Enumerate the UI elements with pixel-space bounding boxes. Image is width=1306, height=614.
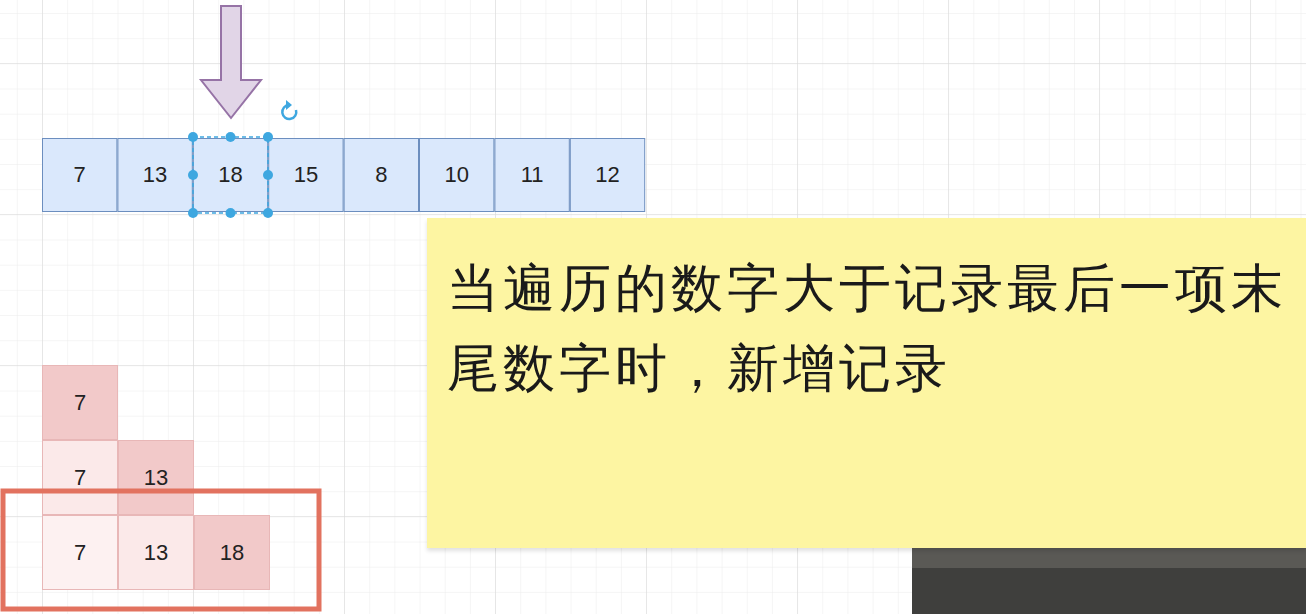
record-cell: 18 — [194, 515, 270, 590]
array-cell: 7 — [42, 138, 117, 212]
handle — [188, 132, 198, 142]
cell-value: 18 — [220, 540, 244, 566]
highlight-frame — [3, 491, 319, 609]
array-cell: 18 — [193, 138, 268, 212]
record-cell: 7 — [42, 440, 118, 515]
cell-value: 10 — [444, 162, 468, 188]
handle — [188, 170, 198, 180]
array-cell: 8 — [344, 138, 419, 212]
record-cell: 13 — [118, 440, 194, 515]
cell-shape — [119, 516, 194, 590]
cell-shape — [118, 139, 192, 212]
record-cell: 13 — [118, 515, 194, 590]
cell-shape — [420, 139, 494, 212]
handle — [226, 132, 236, 142]
video-overlay-band — [912, 548, 1306, 568]
pointer-arrow — [201, 6, 261, 118]
handle — [263, 208, 273, 218]
cell-shape — [495, 139, 569, 212]
array-cell: 10 — [419, 138, 494, 212]
cell-shape — [43, 139, 117, 212]
cell-shape — [269, 139, 343, 212]
note-text: 当遍历的数字大于记录最后一项末尾数字时，新增记录 — [427, 218, 1297, 408]
array-cell: 12 — [570, 138, 645, 212]
sticky-note: 当遍历的数字大于记录最后一项末尾数字时，新增记录 — [427, 218, 1306, 548]
cell-shape — [43, 441, 118, 515]
cell-value: 13 — [143, 162, 167, 188]
cell-value: 12 — [595, 162, 619, 188]
selection-outline — [193, 137, 268, 213]
cell-value: 7 — [74, 465, 86, 491]
cell-value: 8 — [375, 162, 387, 188]
array-cell: 13 — [117, 138, 192, 212]
video-overlay — [912, 548, 1306, 614]
cell-value: 13 — [144, 540, 168, 566]
cell-shape — [119, 441, 194, 515]
cell-value: 15 — [294, 162, 318, 188]
record-cell: 7 — [42, 515, 118, 590]
handle — [263, 132, 273, 142]
handle — [263, 170, 273, 180]
cell-shape — [43, 366, 118, 440]
cell-shape — [195, 516, 270, 590]
cell-value: 7 — [74, 390, 86, 416]
array-cell: 15 — [268, 138, 343, 212]
selection-handles — [188, 100, 296, 218]
array-cell: 11 — [494, 138, 569, 212]
cell-shape — [193, 139, 267, 212]
cell-value: 18 — [218, 162, 242, 188]
cell-value: 11 — [521, 162, 544, 188]
rotate-icon-head — [286, 100, 292, 110]
cell-shape — [43, 516, 118, 590]
cell-value: 7 — [74, 162, 86, 188]
cell-shape — [344, 139, 418, 212]
cell-shape — [570, 139, 644, 212]
handle — [226, 208, 236, 218]
handle — [188, 208, 198, 218]
cell-value: 7 — [74, 540, 86, 566]
cell-value: 13 — [144, 465, 168, 491]
record-cell: 7 — [42, 365, 118, 440]
